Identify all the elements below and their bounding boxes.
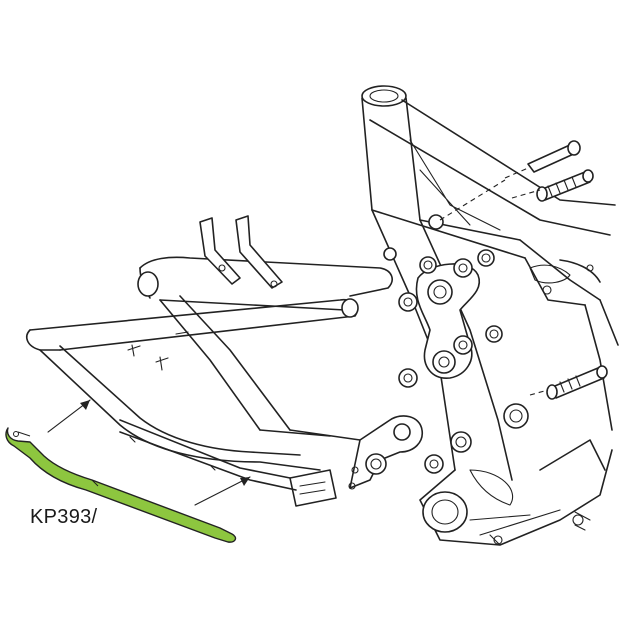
chainstay-guard-icon (5, 427, 237, 543)
rocker-link-icon (415, 258, 481, 379)
front-triangle (361, 85, 619, 546)
bushing-icon (383, 214, 529, 474)
callout-arrows (47, 399, 251, 506)
pivot-axle-icons (439, 140, 608, 400)
seatstay-icon (26, 215, 424, 507)
part-number-label: KP393/ (30, 506, 98, 528)
